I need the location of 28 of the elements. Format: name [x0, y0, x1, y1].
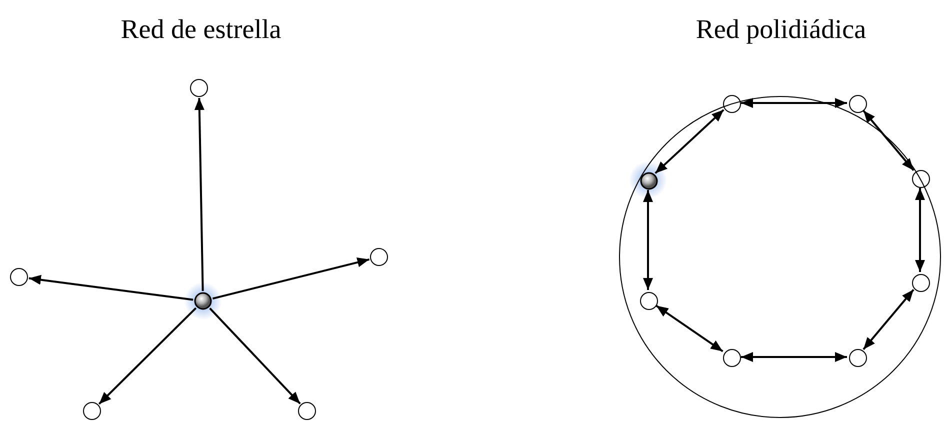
arrow — [862, 110, 914, 171]
arrow — [194, 98, 204, 292]
arrow — [654, 109, 724, 174]
node-circle — [370, 248, 388, 266]
node-circle — [723, 349, 741, 367]
network-type-label: Red de estrella — [120, 14, 282, 45]
node-circle — [849, 349, 867, 367]
arrow — [656, 304, 724, 352]
arrow — [212, 257, 370, 300]
arrow — [28, 274, 194, 301]
node-circle — [10, 268, 28, 286]
arrow — [98, 307, 197, 405]
network-type-label: Red polidiádica — [696, 14, 866, 45]
node-circle — [298, 402, 316, 420]
arrow — [741, 352, 847, 362]
node-circle — [83, 402, 101, 420]
arrow — [741, 98, 847, 108]
node-circle — [912, 274, 930, 292]
arrow — [915, 188, 925, 272]
node-circle — [723, 95, 741, 113]
arrow — [643, 190, 653, 290]
node-circle — [912, 170, 930, 188]
node-circle — [849, 95, 867, 113]
network-circle — [619, 96, 941, 418]
arrow — [862, 289, 914, 350]
arrow — [209, 308, 301, 404]
node-circle — [640, 292, 658, 310]
node-circle — [190, 79, 208, 97]
